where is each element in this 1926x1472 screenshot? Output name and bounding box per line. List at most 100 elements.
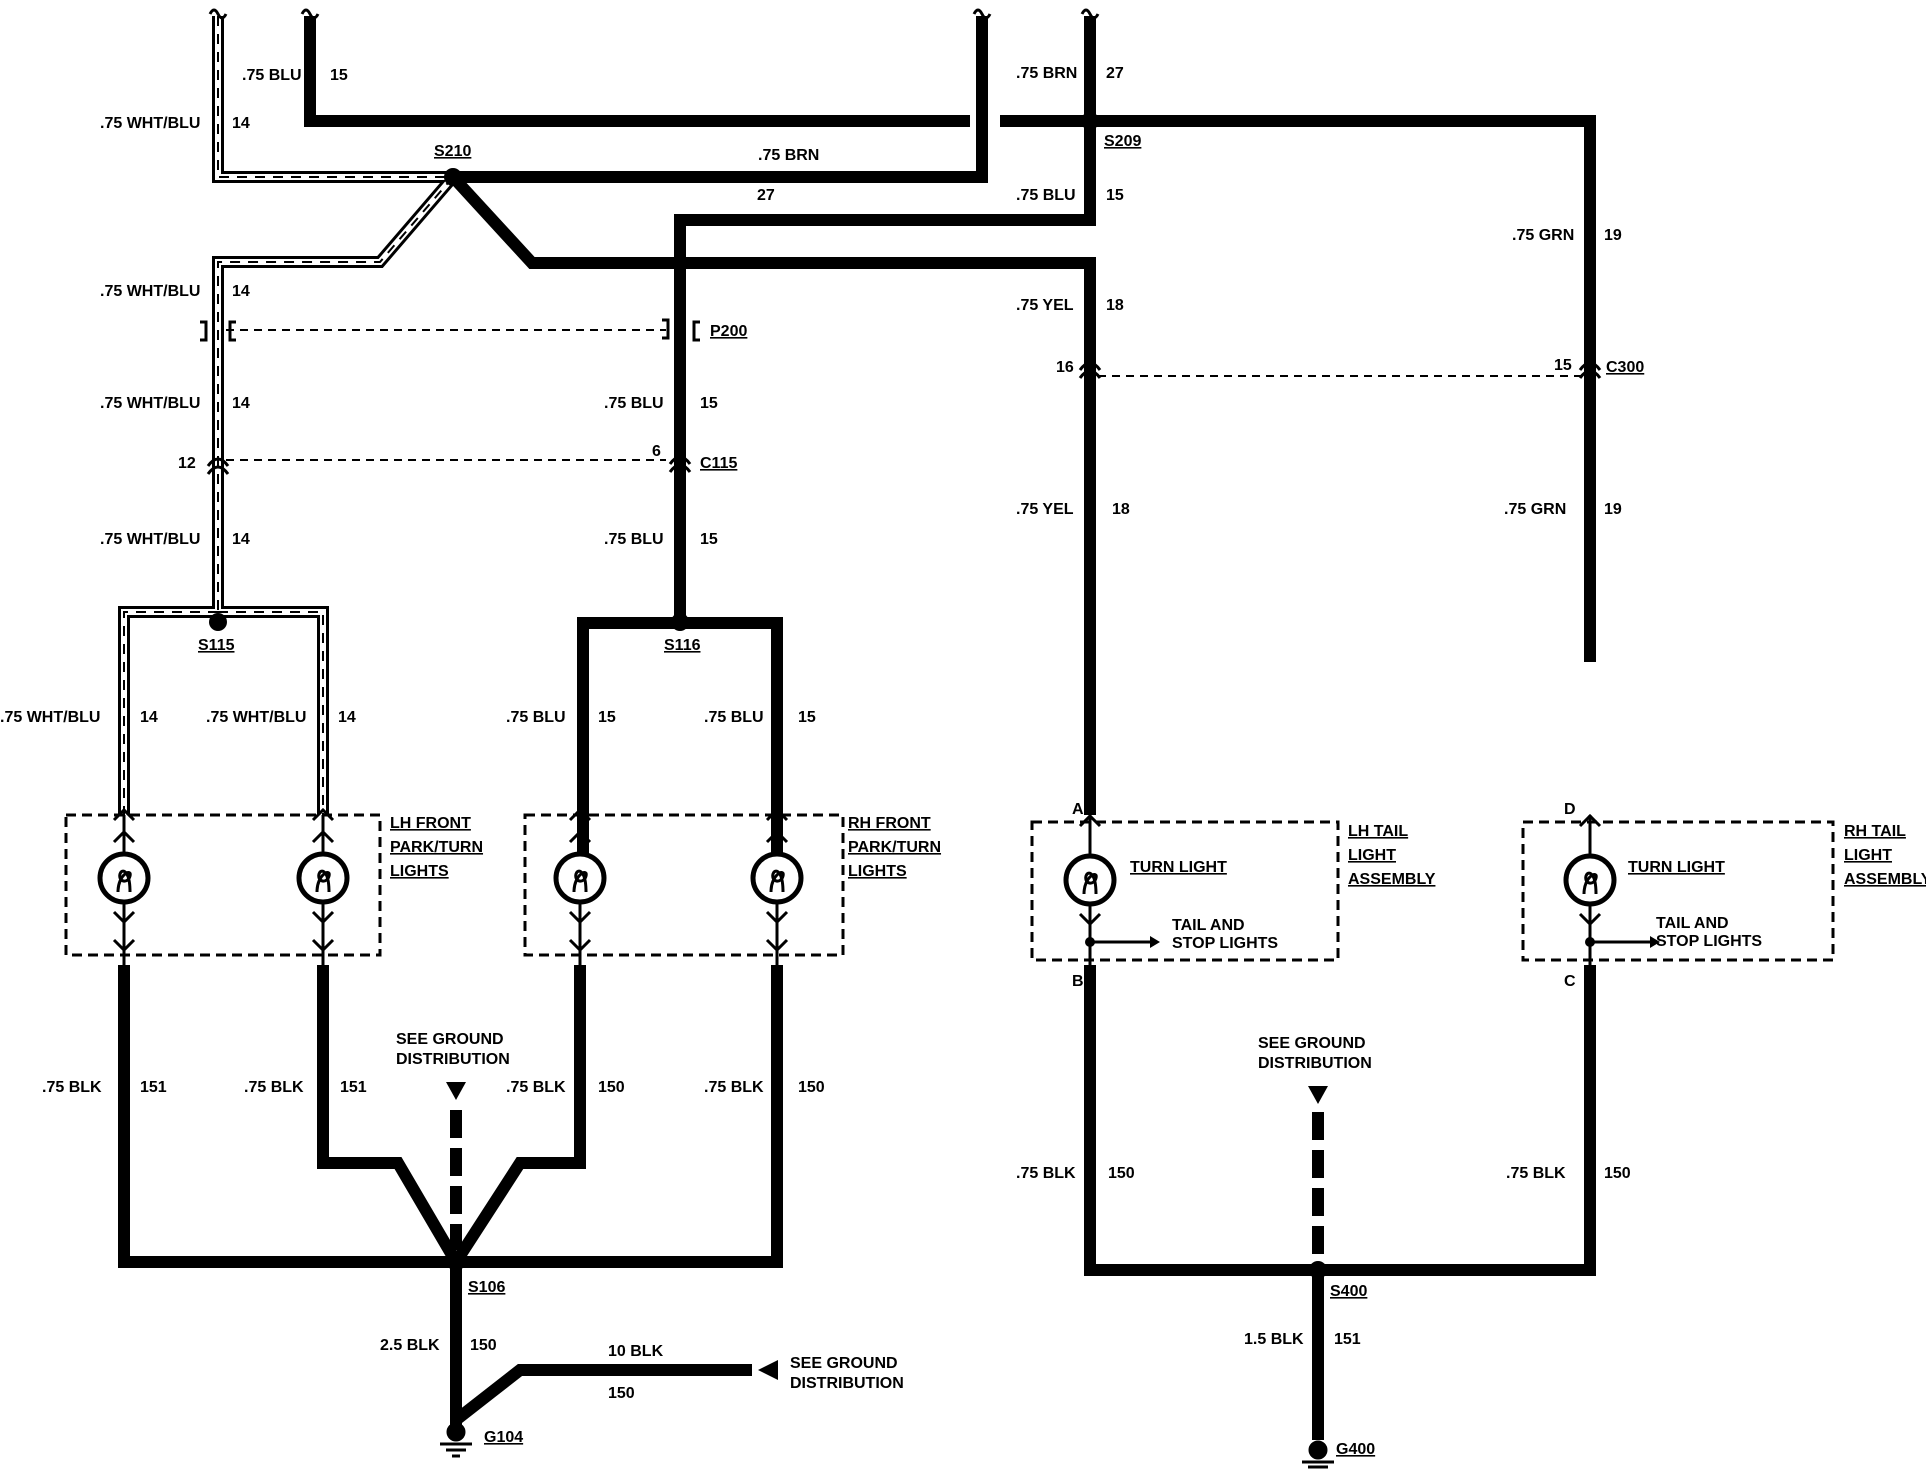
label-whtblu-2-num: 14 [232,283,250,300]
c115-right-arc [668,455,692,465]
label-yel-top-num: 18 [1106,297,1124,314]
label-s106: S106 [468,1279,505,1296]
label-g2-num: 151 [340,1079,367,1096]
wire-lh-tail-ground [1084,965,1596,1276]
label-g3-color: .75 BLK [506,1079,566,1096]
label-blu-top-num: 15 [330,67,348,84]
wires [118,16,1596,1440]
rh-turn-light: TURN LIGHT [1628,859,1725,876]
ground-distribution-arrows [446,1082,1328,1380]
label-s209-blu-num: 15 [1106,187,1124,204]
wire-s209-blu [674,121,1096,620]
splice-labels: S210 S209 S115 S116 S106 S400 G104 G400 [198,133,1375,1458]
lh-tail-stop-1: TAIL AND [1172,917,1245,934]
label-rht-gnd-num: 150 [1604,1165,1631,1182]
label-lhf-a-color: .75 WHT/BLU [0,709,100,726]
rh-tail-stop-2: STOP LIGHTS [1656,933,1762,950]
wire-s210-brn [453,16,988,183]
splice-dots [209,112,1327,1279]
c115-left-arc2 [206,465,230,475]
s209-dot [1081,112,1099,130]
s210-dot [444,168,462,186]
label-brn-top-color: .75 BRN [1016,65,1077,82]
label-whtblu-3-color: .75 WHT/BLU [100,395,200,412]
see-ground-2-line1: SEE GROUND [1258,1035,1366,1052]
label-grn-top-num: 19 [1604,227,1622,244]
label-ten-blk-num: 150 [608,1385,635,1402]
label-rht-gnd-color: .75 BLK [1506,1165,1566,1182]
label-brn-top-num: 27 [1106,65,1124,82]
label-whtblu-4-num: 14 [232,531,250,548]
label-rh-tail-pin-c: C [1564,973,1576,990]
label-lh-tail-pin-a: A [1072,801,1084,818]
label-c115: C115 [700,455,737,472]
label-s116: S116 [664,637,701,654]
label-g2-color: .75 BLK [244,1079,304,1096]
connector-marks [200,318,1602,475]
see-ground-1-line1: SEE GROUND [396,1031,504,1048]
label-g1-color: .75 BLK [42,1079,102,1096]
label-whtblu-2-color: .75 WHT/BLU [100,283,200,300]
c115-left-arc [206,457,230,467]
p200-bracket-right [662,318,670,340]
label-c115-right-pin: 6 [652,443,661,460]
label-c300-left-pin: 16 [1056,359,1074,376]
label-g3-num: 150 [598,1079,625,1096]
p200-bracket-left [200,320,208,342]
rh-front-line2: PARK/TURN [848,839,941,856]
rh-tail-line1: RH TAIL [1844,823,1906,840]
c300-right-arc [1578,361,1602,371]
s115-dot [209,613,227,631]
p200-bracket-left2 [228,320,236,342]
dashed-lines [226,329,1582,461]
label-blu-mid-color: .75 BLU [604,395,664,412]
ground-symbols [440,1422,1334,1469]
component-boxes [64,813,1835,962]
rh-tail-line3: ASSEMBLY [1844,871,1926,888]
label-s210-brn-num: 27 [757,187,775,204]
g104-ground-icon [440,1422,472,1458]
see-ground-2-line2: DISTRIBUTION [1258,1055,1372,1072]
label-g1-num: 151 [140,1079,167,1096]
see-ground-3-line2: DISTRIBUTION [790,1375,904,1392]
s116-dot [671,613,689,631]
label-lht-gnd-color: .75 BLK [1016,1165,1076,1182]
label-lhf-a-num: 14 [140,709,158,726]
label-p200: P200 [710,323,747,340]
connector-labels: P200 C115 C300 12 6 16 15 A B D C [178,323,1644,990]
ground-notes: SEE GROUND DISTRIBUTION SEE GROUND DISTR… [396,1031,1372,1392]
lh-front-line2: PARK/TURN [390,839,483,856]
gd3-arrow-icon [758,1360,778,1380]
label-c115-left-pin: 12 [178,455,196,472]
lh-tail-line3: ASSEMBLY [1348,871,1436,888]
label-grn-low-color: .75 GRN [1504,501,1566,518]
lh-front-line3: LIGHTS [390,863,449,880]
g400-ground-icon [1302,1440,1334,1469]
label-yel-top-color: .75 YEL [1016,297,1074,314]
rh-tail-line2: LIGHT [1844,847,1892,864]
label-blu-low-color: .75 BLU [604,531,664,548]
label-lhf-b-color: .75 WHT/BLU [206,709,306,726]
see-ground-3-line1: SEE GROUND [790,1355,898,1372]
label-whtblu-3-num: 14 [232,395,250,412]
label-blu-low-num: 15 [700,531,718,548]
label-s400-gnd-color: 1.5 BLK [1244,1331,1304,1348]
label-g4-color: .75 BLK [704,1079,764,1096]
label-s400-gnd-num: 151 [1334,1331,1361,1348]
label-g104: G104 [484,1429,523,1446]
wire-labels: .75 BLU 15 .75 BRN 27 .75 WHT/BLU 14 .75… [0,65,1631,1402]
c300-left-arc [1078,361,1102,371]
component-labels: LH FRONT PARK/TURN LIGHTS RH FRONT PARK/… [390,815,1926,952]
label-c300-right-pin: 15 [1554,357,1572,374]
see-ground-1-line2: DISTRIBUTION [396,1051,510,1068]
label-whtblu-4-color: .75 WHT/BLU [100,531,200,548]
s400-dot [1309,1261,1327,1279]
label-lh-tail-pin-b: B [1072,973,1084,990]
s106-dot [447,1253,465,1271]
label-grn-low-num: 19 [1604,501,1622,518]
striped-wires [118,16,458,815]
lh-tail-stop-2: STOP LIGHTS [1172,935,1278,952]
wire-s210-yel [448,172,1096,815]
label-rhf-a-color: .75 BLU [506,709,566,726]
